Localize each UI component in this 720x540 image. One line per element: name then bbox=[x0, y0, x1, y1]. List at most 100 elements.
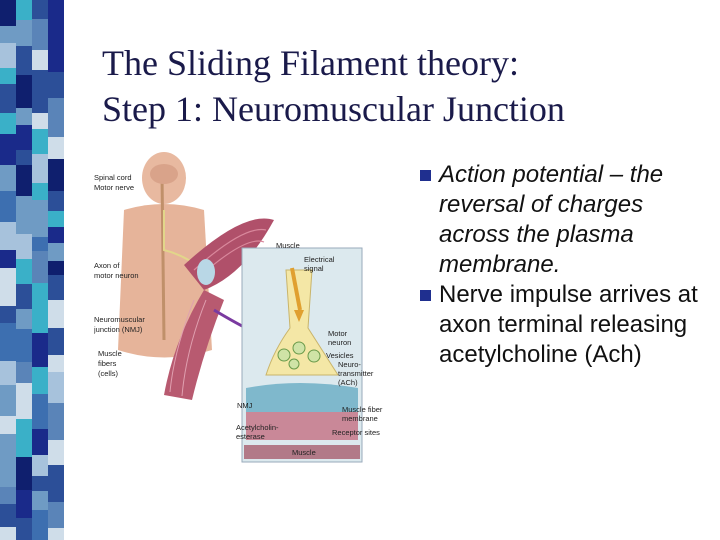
stripe-block bbox=[16, 125, 32, 150]
bullet-text: Nerve impulse arrives at axon terminal r… bbox=[439, 281, 698, 368]
stripe-block bbox=[32, 19, 48, 50]
stripe-block bbox=[48, 112, 64, 137]
decorative-stripe bbox=[0, 0, 64, 540]
stripe-block bbox=[0, 361, 16, 385]
label-neuro: Neuro- bbox=[338, 360, 361, 369]
label-electrical-2: signal bbox=[304, 264, 324, 273]
stripe-block bbox=[16, 362, 32, 383]
stripe-block bbox=[32, 113, 48, 129]
stripe-block bbox=[16, 284, 32, 309]
stripe-block bbox=[0, 134, 16, 165]
stripe-block bbox=[48, 211, 64, 227]
stripe-block bbox=[48, 528, 64, 540]
label-receptor: Receptor sites bbox=[332, 428, 380, 437]
stripe-block bbox=[32, 129, 48, 154]
stripe-block bbox=[48, 18, 64, 48]
stripe-block bbox=[48, 227, 64, 243]
stripe-block bbox=[16, 490, 32, 518]
stripe-block bbox=[32, 429, 48, 455]
stripe-block bbox=[48, 403, 64, 440]
label-motor-nerve: Motor nerve bbox=[94, 183, 134, 192]
stripe-block bbox=[32, 237, 48, 251]
label-nmj-2: junction (NMJ) bbox=[94, 325, 143, 334]
stripe-block bbox=[48, 355, 64, 372]
neuromuscular-junction-figure: Spinal cord Motor nerve Muscle Axon of m… bbox=[94, 152, 383, 463]
label-nmj-inset: NMJ bbox=[237, 401, 253, 410]
stripe-block bbox=[48, 372, 64, 403]
stripe-block bbox=[16, 234, 32, 259]
label-electrical: Electrical bbox=[304, 255, 335, 264]
stripe-block bbox=[16, 329, 32, 362]
label-ache: Acetylcholin- bbox=[236, 423, 279, 432]
stripe-block bbox=[48, 300, 64, 328]
label-axon-2: motor neuron bbox=[94, 271, 139, 280]
label-fibers-3: (cells) bbox=[98, 369, 119, 378]
label-neuro-2: transmitter bbox=[338, 369, 374, 378]
stripe-block bbox=[0, 84, 16, 113]
stripe-block bbox=[0, 459, 16, 487]
stripe-block bbox=[0, 250, 16, 268]
stripe-block bbox=[32, 50, 48, 70]
upper-muscle-bundle bbox=[184, 218, 274, 290]
stripe-block bbox=[0, 268, 16, 306]
stripe-block bbox=[48, 0, 64, 18]
stripe-block bbox=[32, 510, 48, 540]
stripe-block bbox=[48, 275, 64, 300]
slide-title: The Sliding Filament theory: Step 1: Neu… bbox=[102, 40, 702, 132]
stripe-block bbox=[48, 328, 64, 355]
label-spinal-cord: Spinal cord bbox=[94, 173, 132, 182]
square-bullet-icon bbox=[420, 170, 431, 181]
stripe-block bbox=[32, 200, 48, 237]
stripe-block bbox=[0, 323, 16, 361]
stripe-block bbox=[0, 306, 16, 323]
stripe-block bbox=[0, 527, 16, 540]
label-muscle-bottom: Muscle bbox=[292, 448, 316, 457]
stripe-block bbox=[32, 283, 48, 314]
nmj-inset bbox=[241, 247, 363, 463]
stripe-block bbox=[0, 165, 16, 191]
stripe-block bbox=[32, 491, 48, 510]
stripe-block bbox=[16, 383, 32, 419]
label-axon: Axon of bbox=[94, 261, 120, 270]
label-neuro-3: (ACh) bbox=[338, 378, 358, 387]
stripe-block bbox=[0, 68, 16, 84]
stripe-block bbox=[16, 108, 32, 125]
label-motor-neuron: Motor bbox=[328, 329, 348, 338]
stripe-block bbox=[48, 261, 64, 275]
stripe-block bbox=[16, 259, 32, 284]
stripe-block bbox=[16, 457, 32, 490]
stripe-block bbox=[16, 46, 32, 75]
stripe-block bbox=[0, 416, 16, 434]
stripe-block bbox=[16, 0, 32, 20]
stripe-block bbox=[16, 518, 32, 540]
stripe-block bbox=[32, 0, 48, 19]
stripe-block bbox=[32, 476, 48, 491]
stripe-block bbox=[32, 351, 48, 367]
figure-labels: Spinal cord Motor nerve Muscle Axon of m… bbox=[94, 173, 383, 457]
stripe-block bbox=[32, 154, 48, 183]
bullet-list: Action potential – the reversal of charg… bbox=[418, 160, 714, 370]
stripe-block bbox=[0, 113, 16, 134]
stripe-block bbox=[48, 48, 64, 72]
stripe-block bbox=[0, 385, 16, 416]
stripe-block bbox=[16, 196, 32, 234]
stripe-block bbox=[16, 75, 32, 108]
stripe-block bbox=[16, 419, 32, 457]
bullet-text: Action potential – the reversal of charg… bbox=[439, 161, 664, 278]
label-muscle-fiber: Muscle fiber bbox=[342, 405, 383, 414]
bullet-item: Action potential – the reversal of charg… bbox=[418, 160, 714, 280]
stripe-block bbox=[32, 251, 48, 283]
label-nmj: Neuromuscular bbox=[94, 315, 145, 324]
stripe-block bbox=[48, 137, 64, 159]
stripe-block bbox=[32, 455, 48, 476]
stripe-block bbox=[32, 367, 48, 394]
label-fibers: Muscle bbox=[98, 349, 122, 358]
stripe-block bbox=[16, 309, 32, 329]
stripe-block bbox=[48, 243, 64, 261]
stripe-block bbox=[32, 394, 48, 429]
stripe-block bbox=[0, 26, 16, 43]
stripe-block bbox=[48, 98, 64, 112]
stripe-block bbox=[48, 72, 64, 98]
stripe-block bbox=[48, 465, 64, 502]
label-ache-2: esterase bbox=[236, 432, 265, 441]
